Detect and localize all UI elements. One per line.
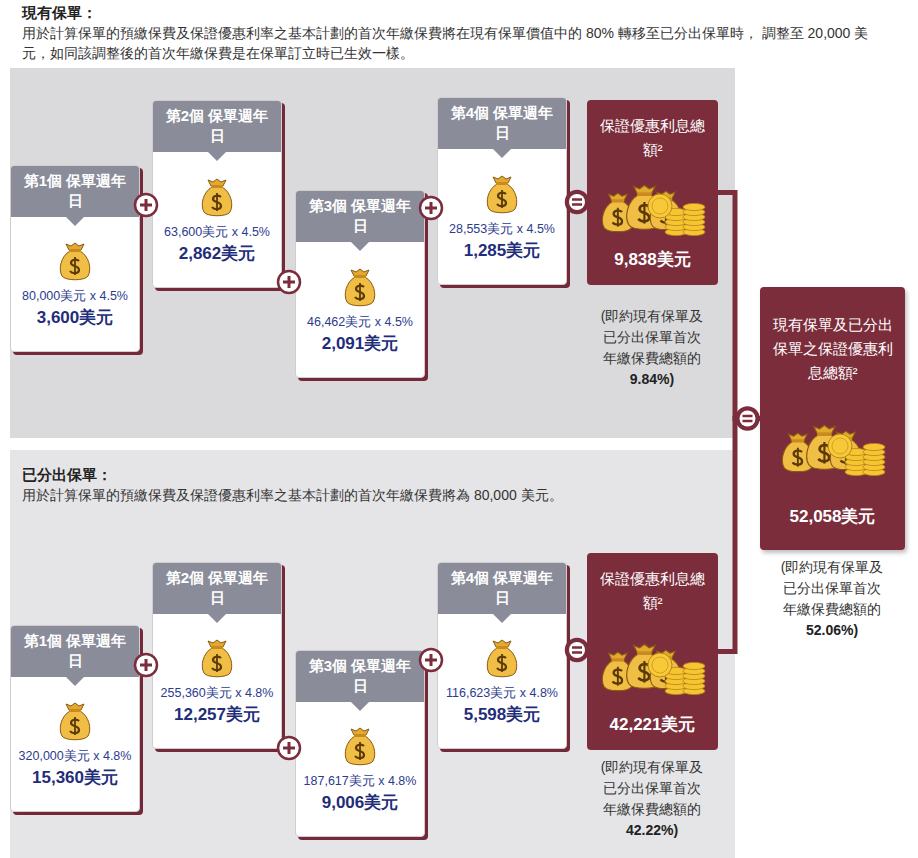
section-heading: 已分出保單： xyxy=(22,464,896,485)
section-band xyxy=(10,450,735,858)
interest-formula: 116,623美元 x 4.8% xyxy=(443,685,561,701)
anniversary-tag: 第2個 保單週年日 xyxy=(153,563,281,614)
interest-amount: 2,862美元 xyxy=(179,243,256,265)
percentage-caption: 52.06%) xyxy=(767,620,897,641)
anniversary-tag: 第2個 保單週年日 xyxy=(153,101,281,152)
coins-illustration xyxy=(778,412,888,478)
plus-sign xyxy=(420,649,442,671)
interest-total-box: 保證優惠利息總額² 42,221美元 xyxy=(587,553,718,750)
section-heading: 現有保單： xyxy=(22,2,896,23)
ratio-caption: (即約現有保單及已分出保單首次年繳保費總額的 xyxy=(779,557,885,620)
equals-sign xyxy=(566,639,588,661)
money-bag-icon xyxy=(485,639,519,679)
money-bag-icon xyxy=(200,639,234,679)
coins-illustration xyxy=(598,172,708,238)
anniversary-box: 第2個 保單週年日 255,360美元 x 4.8% 12,257美元 xyxy=(152,562,282,749)
anniversary-box: 第4個 保單週年日 116,623美元 x 4.8% 5,598美元 xyxy=(437,562,567,749)
total-amount: 9,838美元 xyxy=(614,249,691,271)
box-body: 320,000美元 x 4.8% 15,360美元 xyxy=(16,677,135,802)
money-bag-icon xyxy=(343,727,377,767)
percentage-caption: 42.22%) xyxy=(587,820,717,841)
caption-group: (即約現有保單及已分出保單首次年繳保費總額的9.84%) xyxy=(587,306,717,390)
section-band xyxy=(10,68,735,438)
percentage-caption: 9.84%) xyxy=(587,369,717,390)
interest-total-box: 保證優惠利息總額² 9,838美元 xyxy=(587,100,718,285)
interest-amount: 2,091美元 xyxy=(322,333,399,355)
section-description: 用於計算保單的預繳保費及保證優惠利率之基本計劃的首次年繳保費將為 80,000 … xyxy=(22,485,597,505)
anniversary-tag: 第4個 保單週年日 xyxy=(438,563,566,614)
interest-amount: 1,285美元 xyxy=(464,240,541,262)
caption-group: (即約現有保單及已分出保單首次年繳保費總額的42.22%) xyxy=(587,757,717,841)
interest-amount: 5,598美元 xyxy=(464,704,541,726)
interest-amount: 12,257美元 xyxy=(174,704,260,726)
caption-group: (即約現有保單及已分出保單首次年繳保費總額的52.06%) xyxy=(767,557,897,641)
total-heading: 保證優惠利息總額² xyxy=(599,114,706,162)
interest-amount: 9,006美元 xyxy=(322,792,399,814)
plus-sign xyxy=(135,654,157,676)
total-heading: 現有保單及已分出保單之保證優惠利息總額² xyxy=(770,313,895,385)
section-description: 用於計算保單的預繳保費及保證優惠利率之基本計劃的首次年繳保費將在現有保單價值中的… xyxy=(22,23,896,64)
anniversary-box: 第1個 保單週年日 320,000美元 x 4.8% 15,360美元 xyxy=(10,625,140,812)
anniversary-tag: 第4個 保單週年日 xyxy=(438,98,566,149)
money-bag-icon xyxy=(343,268,377,308)
interest-formula: 187,617美元 x 4.8% xyxy=(301,773,420,789)
box-body: 46,462美元 x 4.5% 2,091美元 xyxy=(304,242,416,368)
anniversary-box: 第2個 保單週年日 63,600美元 x 4.5% 2,862美元 xyxy=(152,100,282,288)
interest-formula: 46,462美元 x 4.5% xyxy=(304,314,416,330)
anniversary-box: 第3個 保單週年日 46,462美元 x 4.5% 2,091美元 xyxy=(295,190,425,378)
anniversary-tag: 第1個 保單週年日 xyxy=(11,166,139,217)
interest-formula: 63,600美元 x 4.5% xyxy=(161,224,273,240)
equals-sign xyxy=(737,408,759,430)
box-body: 80,000美元 x 4.5% 3,600美元 xyxy=(19,217,131,342)
plus-sign xyxy=(278,271,300,293)
total-amount: 52,058美元 xyxy=(790,506,876,528)
policy-section: 已分出保單：用於計算保單的預繳保費及保證優惠利率之基本計劃的首次年繳保費將為 8… xyxy=(10,450,908,858)
equals-sign xyxy=(566,191,588,213)
box-body: 116,623美元 x 4.8% 5,598美元 xyxy=(443,614,561,739)
bracket-connector xyxy=(718,193,760,419)
plus-sign xyxy=(420,197,442,219)
money-bag-icon xyxy=(58,242,92,282)
box-body: 255,360美元 x 4.8% 12,257美元 xyxy=(158,614,277,739)
plus-sign xyxy=(278,737,300,759)
anniversary-box: 第4個 保單週年日 28,553美元 x 4.5% 1,285美元 xyxy=(437,97,567,285)
money-bag-icon xyxy=(485,175,519,215)
plus-sign xyxy=(135,194,157,216)
ratio-caption: (即約現有保單及已分出保單首次年繳保費總額的 xyxy=(599,757,705,820)
box-body: 63,600美元 x 4.5% 2,862美元 xyxy=(161,152,273,278)
interest-amount: 3,600美元 xyxy=(37,307,114,329)
anniversary-tag: 第3個 保單週年日 xyxy=(296,651,424,702)
box-body: 28,553美元 x 4.5% 1,285美元 xyxy=(446,149,558,275)
money-bag-icon xyxy=(58,702,92,742)
anniversary-box: 第1個 保單週年日 80,000美元 x 4.5% 3,600美元 xyxy=(10,165,140,352)
money-bag-icon xyxy=(200,178,234,218)
anniversary-tag: 第1個 保單週年日 xyxy=(11,626,139,677)
coins-illustration xyxy=(598,631,708,697)
box-body: 187,617美元 x 4.8% 9,006美元 xyxy=(301,702,420,827)
anniversary-tag: 第3個 保單週年日 xyxy=(296,191,424,242)
interest-amount: 15,360美元 xyxy=(32,767,118,789)
grand-total-box: 現有保單及已分出保單之保證優惠利息總額² 52,058美元 xyxy=(760,287,905,550)
total-amount: 42,221美元 xyxy=(610,714,696,736)
interest-formula: 80,000美元 x 4.5% xyxy=(19,288,131,304)
ratio-caption: (即約現有保單及已分出保單首次年繳保費總額的 xyxy=(599,306,705,369)
bracket-connector xyxy=(718,419,760,652)
interest-formula: 255,360美元 x 4.8% xyxy=(158,685,277,701)
interest-formula: 28,553美元 x 4.5% xyxy=(446,221,558,237)
anniversary-box: 第3個 保單週年日 187,617美元 x 4.8% 9,006美元 xyxy=(295,650,425,837)
interest-formula: 320,000美元 x 4.8% xyxy=(16,748,135,764)
total-heading: 保證優惠利息總額² xyxy=(599,567,706,615)
